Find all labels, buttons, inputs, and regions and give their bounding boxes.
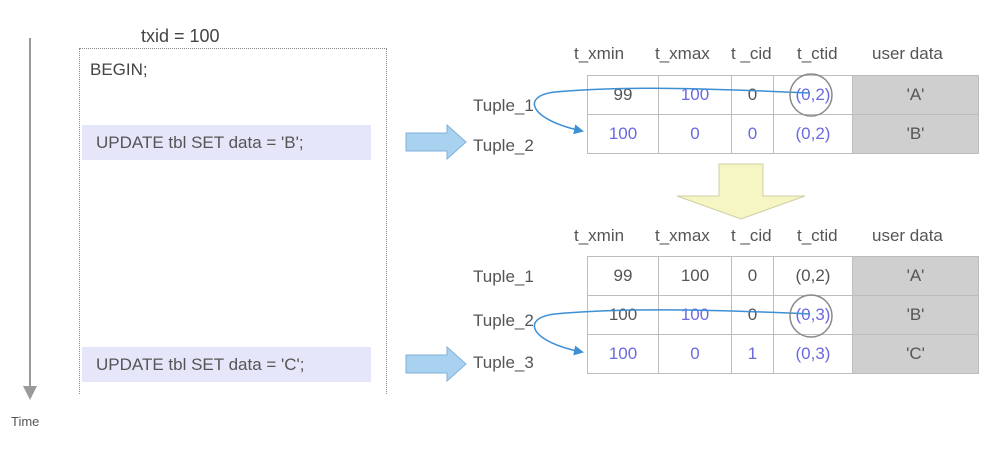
table-cell: 'C' xyxy=(852,334,979,374)
table-cell: 100 xyxy=(587,334,659,374)
down-arrow-icon xyxy=(676,163,806,220)
begin-statement: BEGIN; xyxy=(90,60,148,79)
transaction-box xyxy=(79,48,387,394)
right-arrow-icon xyxy=(405,346,467,382)
table-cell: 0 xyxy=(731,256,774,296)
time-axis-arrowhead xyxy=(23,386,37,400)
table-cell: 100 xyxy=(587,295,659,335)
table-cell: 0 xyxy=(731,114,774,154)
tuple-label: Tuple_1 xyxy=(473,267,534,286)
table-row: 100 0 1 (0,3) 'C' xyxy=(587,334,979,374)
tuple-table-before: 99 100 0 (0,2) 'A' 100 0 0 (0,2) 'B' xyxy=(587,75,979,154)
table-cell: 1 xyxy=(731,334,774,374)
column-header-t-xmin: t_xmin xyxy=(574,226,625,245)
column-header-t-xmax: t_xmax xyxy=(655,226,710,245)
table-cell: 'B' xyxy=(852,295,979,335)
column-header-t-xmax: t_xmax xyxy=(655,44,710,63)
time-axis-line xyxy=(29,38,31,390)
column-header-t-ctid: t_ctid xyxy=(797,44,838,63)
tuple-label: Tuple_3 xyxy=(473,353,534,372)
txid-label: txid = 100 xyxy=(141,26,220,46)
table-cell: (0,3) xyxy=(773,334,853,374)
table-row: 99 100 0 (0,2) 'A' xyxy=(587,75,979,115)
table-row: 99 100 0 (0,2) 'A' xyxy=(587,256,979,296)
table-cell: 'A' xyxy=(852,75,979,115)
column-header-t-cid: t _cid xyxy=(731,44,772,63)
table-cell: 0 xyxy=(731,75,774,115)
column-header-t-xmin: t_xmin xyxy=(574,44,625,63)
tuple-label: Tuple_2 xyxy=(473,136,534,155)
table-cell: (0,2) xyxy=(773,256,853,296)
update-statement-2: UPDATE tbl SET data = 'C'; xyxy=(82,347,371,382)
tuple-label: Tuple_2 xyxy=(473,311,534,330)
table-row: 100 0 0 (0,2) 'B' xyxy=(587,114,979,154)
table-cell: 'B' xyxy=(852,114,979,154)
table-cell: 0 xyxy=(658,334,732,374)
column-header-user-data: user data xyxy=(872,44,943,63)
table-cell: 100 xyxy=(658,75,732,115)
right-arrow-icon xyxy=(405,124,467,160)
tuple-label: Tuple_1 xyxy=(473,96,534,115)
table-cell: 100 xyxy=(658,295,732,335)
column-header-t-cid: t _cid xyxy=(731,226,772,245)
table-cell: 100 xyxy=(587,114,659,154)
update-statement-1: UPDATE tbl SET data = 'B'; xyxy=(82,125,371,160)
column-header-t-ctid: t_ctid xyxy=(797,226,838,245)
table-cell: 'A' xyxy=(852,256,979,296)
tuple-table-after: 99 100 0 (0,2) 'A' 100 100 0 (0,3) 'B' 1… xyxy=(587,256,979,374)
table-cell: 0 xyxy=(731,295,774,335)
table-cell: (0,2) xyxy=(773,114,853,154)
table-cell: (0,2) xyxy=(773,75,853,115)
table-cell: 0 xyxy=(658,114,732,154)
table-cell: 100 xyxy=(658,256,732,296)
table-cell: 99 xyxy=(587,256,659,296)
column-header-user-data: user data xyxy=(872,226,943,245)
time-axis-label: Time xyxy=(11,414,40,429)
table-cell: 99 xyxy=(587,75,659,115)
table-cell: (0,3) xyxy=(773,295,853,335)
table-row: 100 100 0 (0,3) 'B' xyxy=(587,295,979,335)
